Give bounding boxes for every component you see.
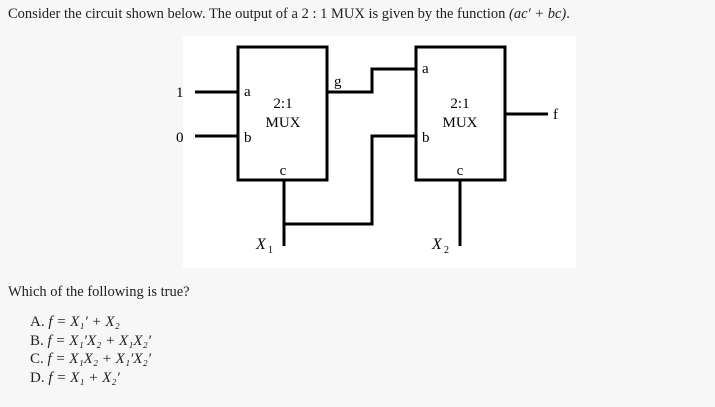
question-suffix: . [566, 6, 570, 22]
options-list: A. f = X₁′ + X₂ B. f = X₁′X₂ + X₁X₂′ C. … [30, 313, 151, 387]
question-middle: MUX is given by the function [327, 6, 509, 22]
mux1-a-label: a [244, 84, 251, 100]
mux1-b-label: b [244, 130, 252, 146]
x1-label: X [255, 236, 267, 253]
mux2-title: 2:1 [450, 96, 469, 112]
question-prefix: Consider the circuit shown below. The ou… [8, 6, 302, 22]
mux1-subtitle: MUX [265, 115, 300, 131]
option-c[interactable]: C. f = X₁X₂ + X₁′X₂′ [30, 350, 151, 369]
x2-label: X [431, 236, 443, 253]
diagram-background [183, 36, 576, 268]
question-text: Consider the circuit shown below. The ou… [8, 6, 570, 23]
x2-subscript: 2 [444, 245, 449, 256]
g-wire [327, 67, 416, 94]
option-expression: f = X₁′ + X₂ [48, 314, 120, 330]
option-d[interactable]: D. f = X₁ + X₂′ [30, 369, 151, 388]
mux2-b-label: b [422, 130, 430, 146]
option-label: A. [30, 314, 45, 330]
prompt-text: Which of the following is true? [8, 284, 190, 300]
option-expression: f = X₁X₂ + X₁′X₂′ [47, 351, 151, 367]
mux2-subtitle: MUX [442, 115, 477, 131]
option-expression: f = X₁ + X₂′ [48, 369, 120, 386]
option-label: B. [30, 332, 44, 349]
mux1-title: 2:1 [273, 96, 292, 112]
f-label: f [553, 107, 558, 123]
option-label: C. [30, 351, 44, 367]
mux-function: (ac′ + bc) [509, 6, 567, 22]
mux2-a-label: a [422, 61, 429, 77]
x1-subscript: 1 [268, 245, 273, 256]
option-expression: f = X₁′X₂ + X₁X₂′ [47, 332, 151, 349]
option-label: D. [30, 369, 45, 386]
x1-to-b-wire [284, 134, 416, 226]
option-a[interactable]: A. f = X₁′ + X₂ [30, 313, 151, 332]
option-b[interactable]: B. f = X₁′X₂ + X₁X₂′ [30, 332, 151, 351]
g-label: g [334, 74, 342, 90]
mux1-c-label: c [280, 163, 287, 179]
mux-ratio: 2 : 1 [301, 6, 328, 22]
mux2-c-label: c [457, 163, 464, 179]
input-1-label: 1 [176, 85, 184, 101]
input-0-label: 0 [176, 130, 184, 146]
